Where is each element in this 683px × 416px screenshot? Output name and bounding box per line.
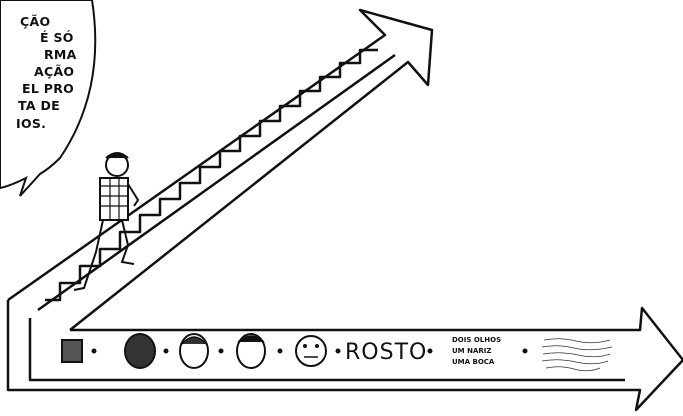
- bubble-line: IOS.: [16, 116, 46, 131]
- handwritten-text: [540, 336, 620, 372]
- features-line: UMA BOCA: [452, 358, 494, 366]
- bubble-line: AÇÃO: [34, 64, 74, 79]
- bubble-line: EL PRO: [22, 81, 74, 96]
- rosto-label: ROSTO: [345, 340, 427, 365]
- walking-man-figure: [74, 153, 138, 290]
- features-line: UM NARIZ: [452, 347, 491, 355]
- photo-face: [62, 340, 82, 362]
- bubble-line: É SÓ: [40, 30, 74, 45]
- bubble-line: RMA: [44, 47, 77, 62]
- stair-steps: [45, 50, 378, 300]
- cartoon-face: [296, 336, 326, 366]
- bubble-line: TA DE: [18, 98, 60, 113]
- features-line: DOIS OLHOS: [452, 336, 501, 344]
- realistic-face: [125, 334, 155, 368]
- bubble-line: ÇÃO: [20, 14, 50, 29]
- scribble-lines: [540, 336, 620, 372]
